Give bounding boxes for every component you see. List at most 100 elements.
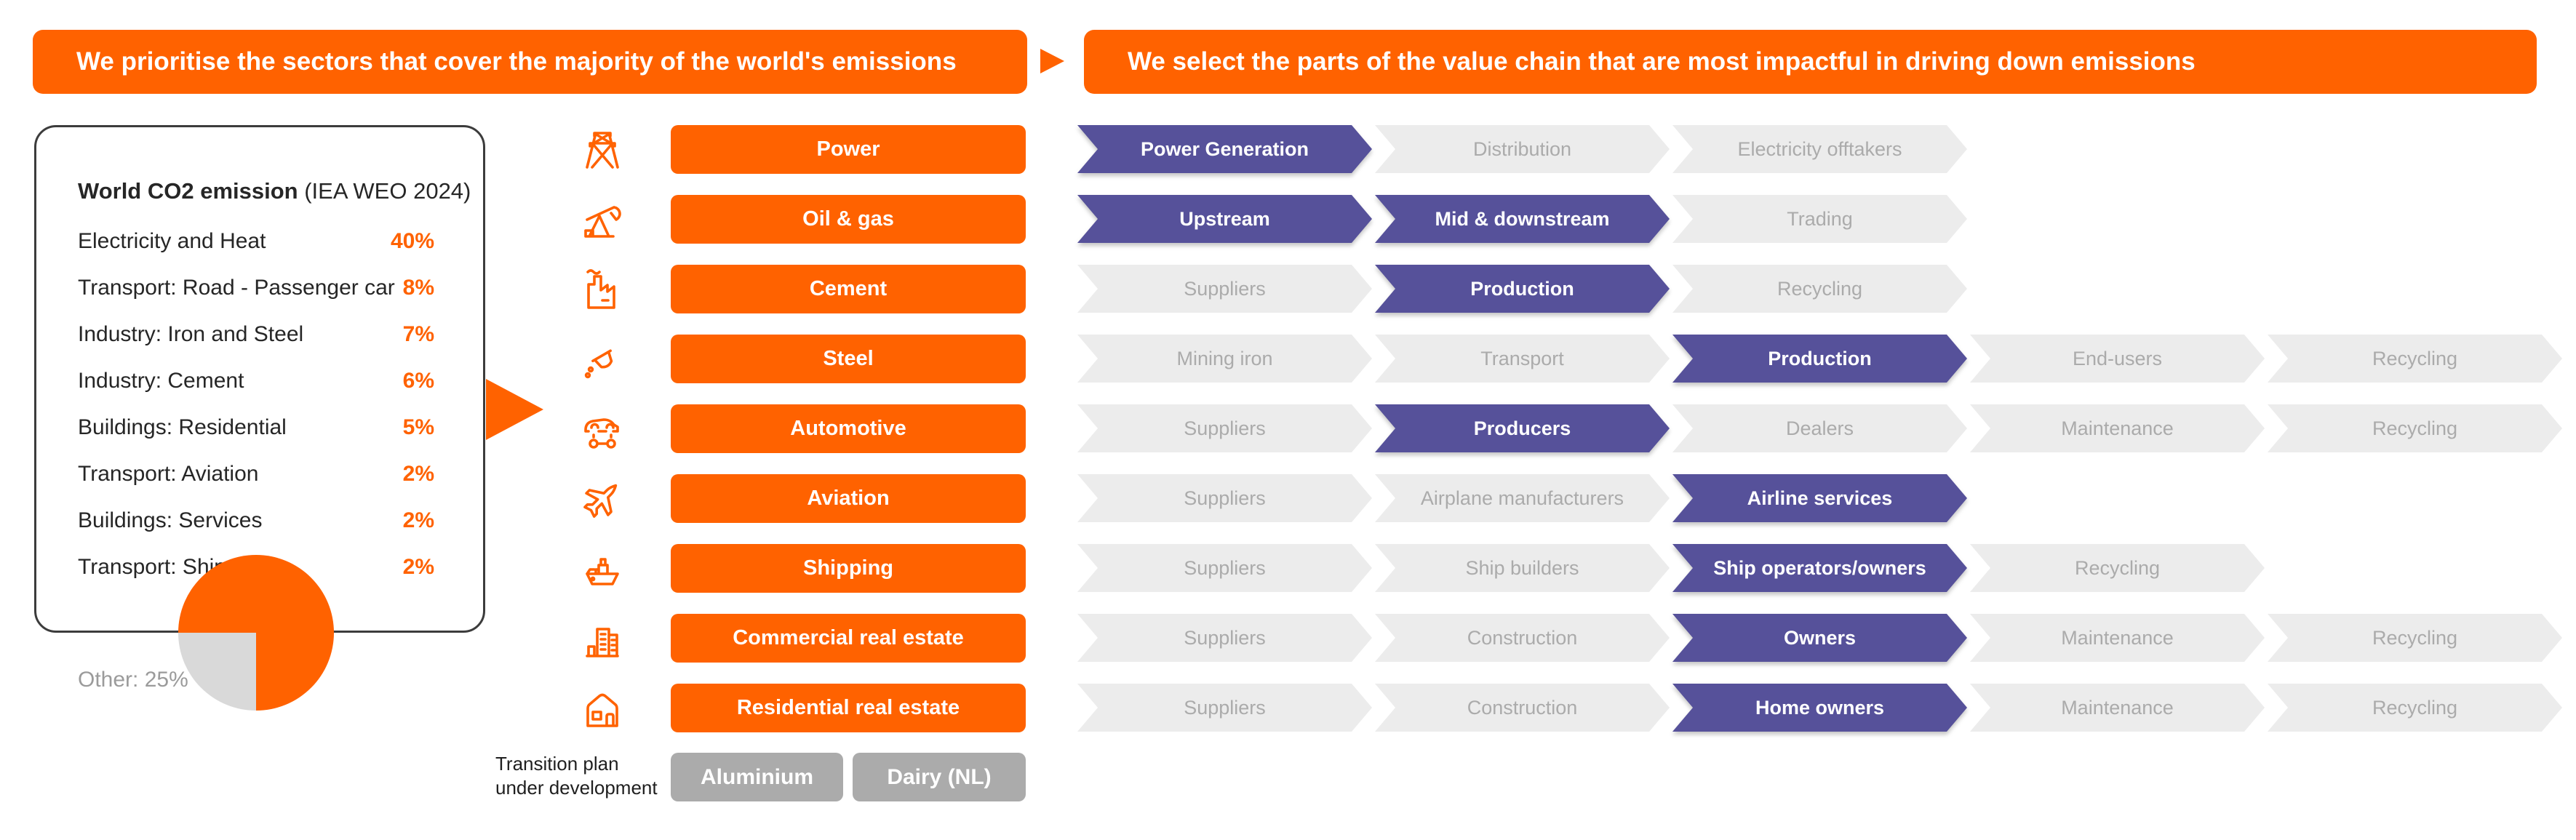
co2-box-title: World CO2 emission (IEA WEO 2024) [78, 178, 471, 204]
house-icon [578, 684, 626, 732]
chevron-step[interactable]: Airline services [1672, 474, 1967, 522]
plane-icon [578, 475, 626, 523]
chevron-step[interactable]: Recycling [1970, 544, 2265, 592]
co2-item: Buildings: Residential 5% [78, 415, 434, 440]
chevron-step[interactable]: Production [1672, 335, 1967, 383]
chevron-step[interactable]: Suppliers [1077, 614, 1372, 662]
chevron-step[interactable]: Transport [1375, 335, 1670, 383]
sector-button-cement[interactable]: Cement [671, 265, 1026, 313]
chain-row-shipping: Suppliers Ship builders Ship operators/o… [1077, 544, 2265, 592]
dev-button-dairy-nl[interactable]: Dairy (NL) [853, 753, 1026, 801]
chevron-highlight-wrap: Owners [1672, 614, 1967, 662]
chevron-step[interactable]: Recycling [2268, 614, 2562, 662]
steel-ladle-icon [578, 335, 626, 383]
chevron-step[interactable]: Maintenance [1970, 404, 2265, 452]
chain-row-power: Power Generation Distribution Electricit… [1077, 125, 1967, 173]
box-to-sectors-arrow-icon [486, 379, 543, 440]
chevron-step[interactable]: Electricity offtakers [1672, 125, 1967, 173]
co2-item: Industry: Cement 6% [78, 369, 434, 393]
chevron-highlight-wrap: Home owners [1672, 684, 1967, 732]
chain-row-aviation: Suppliers Airplane manufacturers Airline… [1077, 474, 1967, 522]
chevron-highlight-wrap: Airline services [1672, 474, 1967, 522]
sector-button-oil-gas[interactable]: Oil & gas [671, 195, 1026, 244]
chevron-step[interactable]: Ship operators/owners [1672, 544, 1967, 592]
co2-item: Buildings: Services 2% [78, 508, 434, 533]
sector-button-aviation[interactable]: Aviation [671, 474, 1026, 523]
chevron-step[interactable]: Suppliers [1077, 474, 1372, 522]
co2-item-value: 8% [402, 276, 434, 300]
chevron-step[interactable]: Owners [1672, 614, 1967, 662]
co2-item-value: 2% [402, 462, 434, 486]
transition-plan-note-line1: Transition plan [495, 753, 619, 775]
chevron-step[interactable]: Mining iron [1077, 335, 1372, 383]
chevron-step[interactable]: Home owners [1672, 684, 1967, 732]
co2-item-label: Buildings: Services [78, 508, 263, 532]
chevron-step[interactable]: Recycling [2268, 404, 2562, 452]
co2-pie-chart [178, 555, 334, 711]
chevron-step[interactable]: Ship builders [1375, 544, 1670, 592]
chevron-highlight-wrap: Ship operators/owners [1672, 544, 1967, 592]
co2-item-label: Industry: Cement [78, 369, 244, 393]
co2-item-value: 40% [390, 229, 434, 253]
chevron-step[interactable]: Construction [1375, 614, 1670, 662]
chain-row-steel: Mining iron Transport Production End-use… [1077, 335, 2562, 383]
chevron-step[interactable]: Suppliers [1077, 265, 1372, 313]
chain-row-oil-gas: Upstream Mid & downstream Trading [1077, 195, 1967, 243]
co2-box-title-bold: World CO2 emission [78, 178, 298, 204]
chevron-step[interactable]: Suppliers [1077, 544, 1372, 592]
chevron-step[interactable]: Suppliers [1077, 404, 1372, 452]
co2-item: Electricity and Heat 40% [78, 229, 434, 254]
car-icon [578, 405, 626, 453]
co2-item-label: Industry: Iron and Steel [78, 322, 304, 346]
sector-button-residential-real-estate[interactable]: Residential real estate [671, 684, 1026, 732]
chevron-step[interactable]: Maintenance [1970, 684, 2265, 732]
chevron-step[interactable]: Suppliers [1077, 684, 1372, 732]
co2-item-value: 2% [402, 555, 434, 579]
chevron-step[interactable]: Recycling [1672, 265, 1967, 313]
chain-row-commercial-real-estate: Suppliers Construction Owners Maintenanc… [1077, 614, 2562, 662]
banner-arrow-icon [1040, 49, 1064, 73]
co2-emissions-box [34, 125, 485, 633]
sector-button-shipping[interactable]: Shipping [671, 544, 1026, 593]
chevron-step[interactable]: Airplane manufacturers [1375, 474, 1670, 522]
co2-item-label: Transport: Aviation [78, 462, 259, 486]
sector-button-power[interactable]: Power [671, 125, 1026, 174]
chevron-step[interactable]: Distribution [1375, 125, 1670, 173]
cement-factory-icon [578, 265, 626, 313]
chevron-step[interactable]: Dealers [1672, 404, 1967, 452]
chevron-step[interactable]: Trading [1672, 195, 1967, 243]
chevron-step[interactable]: Production [1375, 265, 1670, 313]
transition-plan-note: Transition plan under development [495, 752, 658, 800]
sector-button-commercial-real-estate[interactable]: Commercial real estate [671, 614, 1026, 663]
co2-item-value: 2% [402, 508, 434, 532]
co2-item-value: 7% [402, 322, 434, 346]
chevron-step[interactable]: Recycling [2268, 335, 2562, 383]
dev-button-aluminium[interactable]: Aluminium [671, 753, 843, 801]
co2-item-label: Buildings: Residential [78, 415, 287, 439]
co2-item-value: 5% [402, 415, 434, 439]
chevron-step[interactable]: Construction [1375, 684, 1670, 732]
chevron-step[interactable]: Maintenance [1970, 614, 2265, 662]
ship-icon [578, 545, 626, 593]
chevron-step[interactable]: Mid & downstream [1375, 195, 1670, 243]
chain-row-residential-real-estate: Suppliers Construction Home owners Maint… [1077, 684, 2562, 732]
co2-box-title-note: (IEA WEO 2024) [304, 178, 471, 204]
chevron-step[interactable]: Producers [1375, 404, 1670, 452]
value-chain-banner: We select the parts of the value chain t… [1084, 30, 2537, 94]
power-tower-icon [578, 126, 626, 174]
sector-button-automotive[interactable]: Automotive [671, 404, 1026, 453]
pie-other-label: Other: 25% [78, 668, 188, 692]
sector-button-steel[interactable]: Steel [671, 335, 1026, 383]
chain-row-automotive: Suppliers Producers Dealers Maintenance … [1077, 404, 2562, 452]
chevron-step[interactable]: Power Generation [1077, 125, 1372, 173]
co2-item: Industry: Iron and Steel 7% [78, 322, 434, 347]
chevron-highlight-wrap: Upstream [1077, 195, 1372, 243]
oil-pump-icon [578, 196, 626, 244]
co2-item-label: Transport: Road - Passenger car [78, 276, 395, 300]
chevron-step[interactable]: End-users [1970, 335, 2265, 383]
co2-item-value: 6% [402, 369, 434, 393]
chevron-highlight-wrap: Power Generation [1077, 125, 1372, 173]
chevron-step[interactable]: Recycling [2268, 684, 2562, 732]
chevron-step[interactable]: Upstream [1077, 195, 1372, 243]
